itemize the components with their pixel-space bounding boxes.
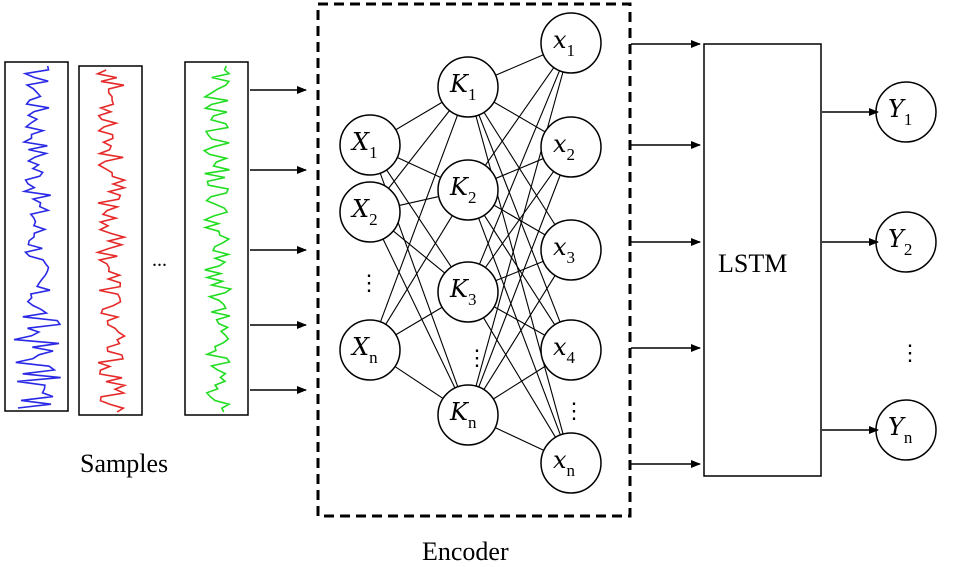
encoder-connections [379, 54, 564, 451]
code-node-label: x3 [553, 233, 575, 267]
code-node-circle [540, 319, 602, 381]
code-node-x3: x3 [540, 219, 602, 281]
samples-label: Samples [80, 449, 168, 478]
connection-line [395, 101, 443, 131]
input-ellipsis: ⋮ [358, 270, 380, 295]
connection-line [478, 70, 561, 265]
sample-signal-3 [202, 65, 233, 413]
sample-signal-1 [13, 65, 62, 409]
output-node-label: Y1 [888, 95, 912, 129]
code-ellipsis: ⋮ [563, 398, 585, 423]
code-node-label: x4 [553, 333, 576, 367]
output-node-Yn: Yn [875, 399, 937, 461]
input-node-label: X1 [350, 128, 378, 162]
hidden-node-circle [437, 159, 499, 221]
output-node-Y1: Y1 [875, 81, 937, 143]
hidden-node-circle [437, 384, 499, 446]
lstm-label: LSTM [718, 249, 787, 278]
lstm-box [703, 43, 822, 477]
input-node-X1: X1 [339, 114, 401, 176]
input-node-Xn: Xn [339, 319, 401, 381]
connection-line [385, 215, 453, 325]
code-node-xn: xn [540, 432, 602, 494]
input-node-label: X2 [350, 195, 378, 229]
output-node-label: Y2 [888, 225, 912, 259]
input-node-circle [339, 319, 401, 381]
connection-line [399, 196, 439, 206]
connection-line [395, 306, 443, 336]
input-node-circle [339, 181, 401, 243]
hidden-node-label: K2 [449, 173, 476, 207]
hidden-node-K2: K2 [437, 159, 499, 221]
hidden-node-circle [437, 261, 499, 323]
code-node-x1: x1 [540, 12, 602, 74]
code-node-label: x1 [553, 26, 575, 60]
hidden-node-label: Kn [449, 398, 477, 432]
hidden-node-K3: K3 [437, 261, 499, 323]
output-ellipsis: ⋮ [899, 340, 921, 365]
encoder-label: Encoder [422, 537, 509, 566]
connection-line [475, 115, 564, 435]
encoder-to-lstm-arrows [631, 40, 701, 468]
connection-line [388, 110, 450, 189]
connection-line [394, 366, 444, 399]
connection-line [483, 275, 556, 390]
connection-line [495, 260, 544, 282]
connection-line [478, 114, 561, 323]
connection-line [483, 317, 556, 438]
connection-line [495, 54, 544, 76]
connection-line [382, 238, 456, 389]
code-node-x2: x2 [540, 116, 602, 178]
connection-line [379, 114, 459, 323]
input-node-X2: X2 [339, 181, 401, 243]
connection-line [484, 67, 555, 166]
hidden-node-label: K1 [449, 70, 476, 104]
encoder-box [316, 2, 632, 518]
hidden-node-K1: K1 [437, 56, 499, 118]
connection-line [397, 157, 441, 178]
input-node-circle [339, 114, 401, 176]
hidden-node-Kn: Kn [437, 384, 499, 446]
sample-to-encoder-arrows [250, 86, 307, 394]
lstm-to-output-arrows [822, 108, 879, 434]
connection-line [493, 306, 546, 336]
sample-signal-2 [94, 69, 128, 413]
connection-line [478, 217, 561, 436]
code-node-circle [540, 432, 602, 494]
hidden-node-label: K3 [449, 275, 476, 309]
samples-group: ... Samples [4, 61, 249, 478]
connection-line [494, 427, 545, 451]
sample-panel-1 [4, 61, 69, 412]
code-node-circle [540, 12, 602, 74]
samples-ellipsis: ... [152, 249, 167, 271]
code-node-x4: x4 [540, 319, 602, 381]
connection-line [392, 230, 446, 274]
connection-line [483, 214, 556, 326]
input-node-label: Xn [350, 333, 378, 367]
code-node-label: x2 [553, 130, 575, 164]
code-node-circle [540, 219, 602, 281]
output-node-Y2: Y2 [875, 211, 937, 273]
connection-line [493, 365, 546, 400]
connection-line [484, 171, 555, 268]
connection-line [475, 71, 564, 387]
code-node-circle [540, 116, 602, 178]
output-node-label: Yn [888, 413, 913, 447]
hidden-ellipsis: ⋮ [466, 345, 488, 370]
hidden-node-circle [437, 56, 499, 118]
code-node-label: xn [553, 446, 576, 480]
connection-line [478, 174, 561, 388]
